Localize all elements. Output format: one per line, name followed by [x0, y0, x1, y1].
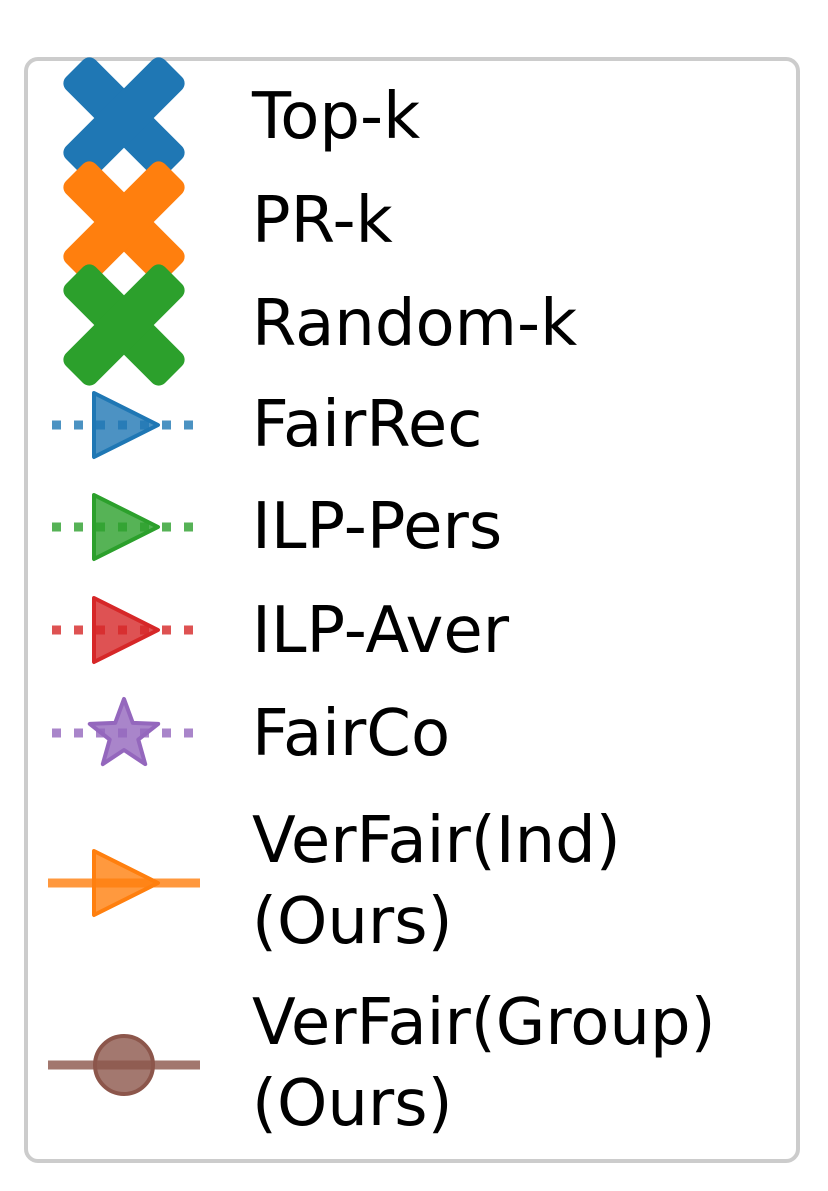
- legend-label: Top-k: [251, 80, 420, 154]
- legend-entry-top-k: Top-k: [63, 57, 420, 179]
- x-marker-icon: [63, 264, 185, 386]
- legend-label-sub: (Ours): [252, 885, 453, 959]
- legend-entry-verfair-group: VerFair(Group)(Ours): [48, 986, 716, 1141]
- legend-entry-fairrec: FairRec: [52, 388, 482, 462]
- legend-label-sub: (Ours): [252, 1067, 453, 1141]
- x-marker-icon: [63, 161, 185, 283]
- legend-label: ILP-Aver: [252, 594, 510, 668]
- circle-marker-icon: [93, 1034, 155, 1096]
- legend-label: PR-k: [252, 184, 393, 258]
- legend-label: FairCo: [252, 697, 450, 771]
- star-marker-icon: [87, 697, 161, 767]
- legend-entry-ilp-pers: ILP-Pers: [52, 490, 502, 564]
- legend-entry-ilp-aver: ILP-Aver: [52, 594, 510, 668]
- legend-entry-fairco: FairCo: [52, 697, 450, 771]
- legend-entry-random-k: Random-k: [63, 264, 577, 386]
- triangle-marker-icon: [92, 849, 160, 917]
- legend-label: VerFair(Ind): [252, 804, 621, 878]
- legend-entry-verfair-ind: VerFair(Ind)(Ours): [48, 804, 621, 959]
- legend-label: ILP-Pers: [252, 490, 502, 564]
- triangle-marker-icon: [92, 493, 160, 561]
- x-marker-icon: [63, 57, 185, 179]
- legend-label: Random-k: [252, 287, 577, 361]
- legend-label: FairRec: [252, 388, 482, 462]
- triangle-marker-icon: [92, 391, 160, 459]
- legend-entry-pr-k: PR-k: [63, 161, 393, 283]
- triangle-marker-icon: [92, 596, 160, 664]
- legend-label: VerFair(Group): [252, 986, 716, 1060]
